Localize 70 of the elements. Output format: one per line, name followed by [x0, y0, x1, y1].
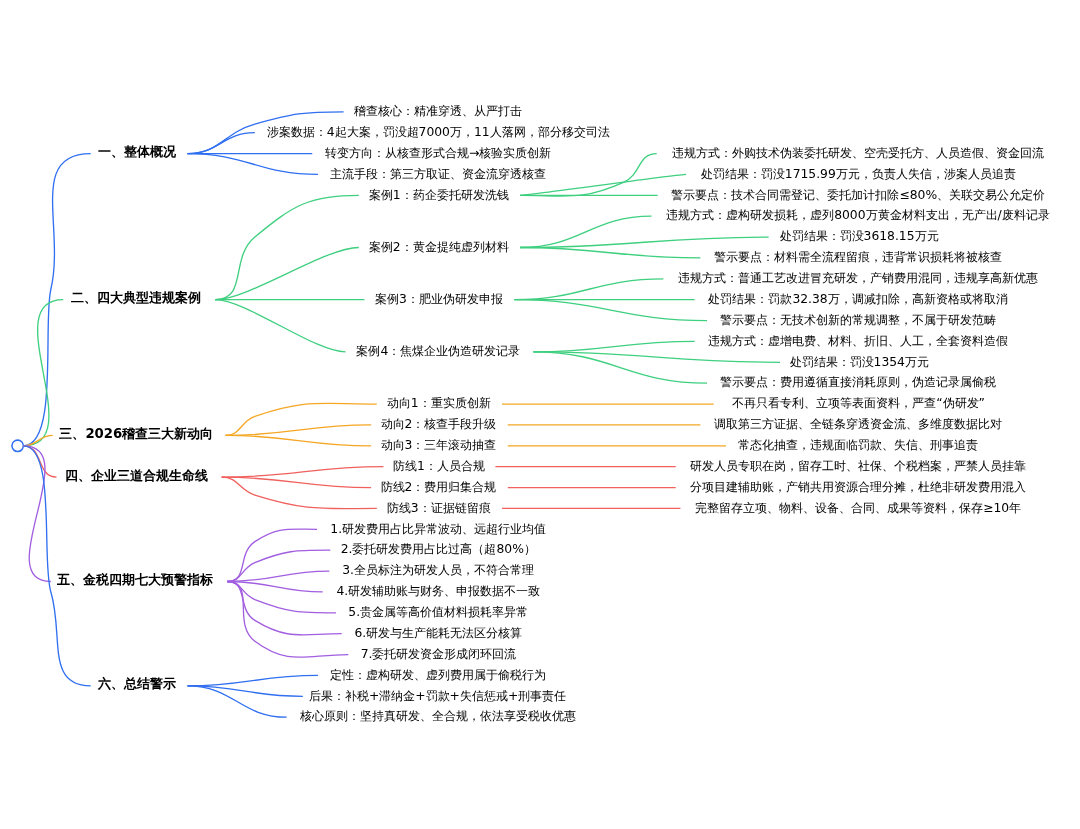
node-text: 警示要点：费用遵循直接消耗原则，伪造记录属偷税 — [720, 375, 997, 390]
node-text: 6.研发与生产能耗无法区分核算 — [354, 625, 523, 640]
connector — [513, 299, 708, 322]
connector — [221, 466, 385, 478]
node-text: 违规方式：虚增电费、材料、折旧、人工，全套资料造假 — [708, 333, 1009, 348]
connector — [221, 476, 378, 510]
node-text: 动向1：重实质创新 — [386, 396, 491, 411]
node-text: 核心原则：坚持真研发、全合规，依法享受税收优惠 — [299, 709, 576, 724]
node-text: 六、总结警示 — [98, 676, 177, 692]
connector — [224, 434, 372, 447]
node-text: 案例1：药企委托研发洗钱 — [368, 187, 509, 202]
node-text: 防线2：费用归集合规 — [380, 479, 497, 494]
node-text: 五、金税四期七大预警指标 — [57, 572, 214, 588]
node-text: 警示要点：无技术创新的常规调整，不属于研发范畴 — [720, 312, 997, 327]
node-text: 不再只看专利、立项等表面资料，严查“伪研发” — [732, 396, 985, 411]
node-text: 动向2：核查手段升级 — [380, 417, 497, 432]
node-text: 处罚结果：罚款32.38万，调减扣除，高新资格或将取消 — [708, 291, 1008, 306]
connector — [501, 507, 682, 510]
node-text: 调取第三方证据、全链条穿透资金流、多维度数据比对 — [714, 417, 1003, 432]
connector — [214, 299, 347, 353]
node-text: 后果：补税+滞纳金+罚款+失信惩戒+刑事责任 — [308, 688, 567, 703]
connector — [494, 466, 677, 468]
connector — [186, 685, 288, 718]
node-text: 处罚结果：罚没3618.15万元 — [779, 229, 939, 244]
node-text: 违规方式：普通工艺改进冒充研发，产销费用混同，违规享高新优惠 — [678, 271, 1039, 286]
node-text: 稽查核心：精准穿透、从严打击 — [354, 104, 523, 119]
node-text: 5.贵金属等高价值材料损耗率异常 — [348, 605, 529, 620]
node-text: 转变方向：从核查形式合规→核验实质创新 — [325, 145, 552, 160]
connector — [501, 403, 715, 405]
node-text: 案例2：黄金提纯虚列材料 — [368, 239, 509, 254]
connector — [519, 194, 659, 196]
node-text: 涉案数据：4起大案，罚没超7000万，11人落网，部分移交司法 — [266, 124, 610, 139]
node-text: 防线1：人员合规 — [392, 458, 485, 473]
node-text: 防线3：证据链留痕 — [386, 500, 491, 515]
connector — [224, 402, 378, 437]
connector — [519, 246, 702, 259]
node-text: 警示要点：材料需全流程留痕，违背常识损耗将被核查 — [714, 250, 1003, 265]
node-text: 动向3：三年滚动抽查 — [380, 438, 497, 453]
node-circle — [11, 439, 25, 453]
node-text: 分项目建辅助账，产销共用资源合理分摊，杜绝非研发费用混入 — [689, 479, 1026, 494]
connector — [507, 445, 727, 447]
node-text: 定性：虚构研发、虚列费用属于偷税行为 — [330, 667, 547, 682]
node-text: 二、四大典型违规案例 — [71, 290, 202, 306]
node-text: 三、2026稽查三大新动向 — [59, 425, 214, 441]
node-text: 违规方式：虚构研发损耗，虚列8000万黄金材料支出，无产出/废料记录 — [666, 208, 1050, 223]
connector — [519, 152, 658, 197]
node-text: 主流手段：第三方取证、资金流穿透核查 — [330, 166, 547, 181]
node-text: 处罚结果：罚没1354万元 — [789, 354, 929, 369]
connector — [507, 424, 702, 426]
node-text: 警示要点：技术合同需登记、委托加计扣除≤80%、关联交易公允定价 — [671, 187, 1046, 202]
node-text: 3.全员标注为研发人员，不符合常理 — [342, 563, 534, 578]
connector — [519, 173, 687, 196]
node-text: 案例4：焦煤企业伪造研发记录 — [356, 344, 521, 359]
node-text: 完整留存立项、物料、设备、合同、成果等资料，保存≥10年 — [695, 500, 1022, 515]
node-text: 2.委托研发费用占比过高（超80%） — [340, 542, 536, 557]
node-text: 7.委托研发资金形成闭环回流 — [360, 646, 517, 661]
node-text: 案例3：肥业伪研发申报 — [374, 291, 503, 306]
node-text: 4.研发辅助账与财务、申报数据不一致 — [336, 584, 541, 599]
connector — [507, 486, 677, 489]
node-text: 一、整体概况 — [98, 144, 177, 160]
connector — [221, 476, 372, 489]
node-text: 研发人员专职在岗，留存工时、社保、个税档案，严禁人员挂靠 — [689, 458, 1026, 473]
node-text: 违规方式：外购技术伪装委托研发、空壳受托方、人员造假、资金回流 — [671, 145, 1044, 160]
node-text: 常态化抽查，违规面临罚款、失信、刑事追责 — [738, 438, 979, 453]
node-text: 1.研发费用占比异常波动、远超行业均值 — [330, 521, 547, 536]
connector — [532, 351, 708, 384]
node-text: 四、企业三道合规生命线 — [64, 467, 208, 483]
connector — [226, 580, 349, 658]
connector — [186, 152, 319, 176]
node-text: 处罚结果：罚没1715.99万元，负责人失信，涉案人员追责 — [700, 166, 1016, 181]
